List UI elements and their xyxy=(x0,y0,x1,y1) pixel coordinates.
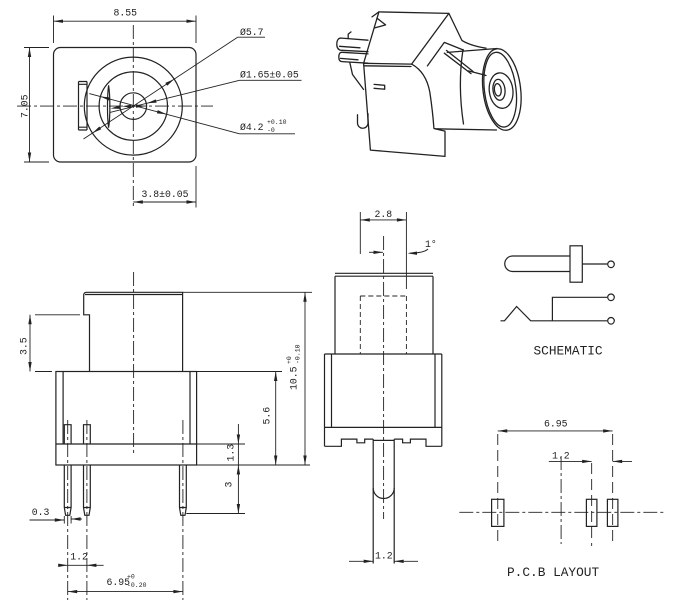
svg-text:3: 3 xyxy=(224,482,235,488)
svg-text:6.95: 6.95 xyxy=(107,577,131,588)
svg-text:3.5: 3.5 xyxy=(19,337,30,355)
svg-text:Ø4.2: Ø4.2 xyxy=(240,122,264,133)
svg-text:8.55: 8.55 xyxy=(114,7,138,18)
svg-text:1.2: 1.2 xyxy=(70,552,88,563)
svg-text:10.5: 10.5 xyxy=(289,366,300,390)
svg-text:1.2: 1.2 xyxy=(552,451,570,462)
svg-text:+0: +0 xyxy=(286,356,293,364)
svg-text:5.6: 5.6 xyxy=(262,407,273,425)
svg-text:Ø5.7: Ø5.7 xyxy=(240,27,264,38)
svg-text:2.8: 2.8 xyxy=(375,209,393,220)
svg-text:SCHEMATIC: SCHEMATIC xyxy=(534,344,603,359)
svg-text:0.3: 0.3 xyxy=(32,507,50,518)
svg-text:1°: 1° xyxy=(425,239,437,250)
svg-text:+0: +0 xyxy=(127,574,135,581)
svg-text:-0.20: -0.20 xyxy=(127,582,147,589)
svg-text:P.C.B LAYOUT: P.C.B LAYOUT xyxy=(507,565,599,580)
svg-text:Ø1.65±0.05: Ø1.65±0.05 xyxy=(240,70,299,81)
svg-text:3.8±0.05: 3.8±0.05 xyxy=(142,189,189,200)
svg-text:+0.10: +0.10 xyxy=(267,119,287,126)
svg-text:1.3: 1.3 xyxy=(226,444,237,462)
svg-text:6.95: 6.95 xyxy=(544,419,568,430)
svg-text:-0.10: -0.10 xyxy=(295,344,302,364)
svg-text:7.05: 7.05 xyxy=(20,94,31,118)
svg-text:1.2: 1.2 xyxy=(375,551,393,562)
svg-text:-0: -0 xyxy=(267,127,275,134)
